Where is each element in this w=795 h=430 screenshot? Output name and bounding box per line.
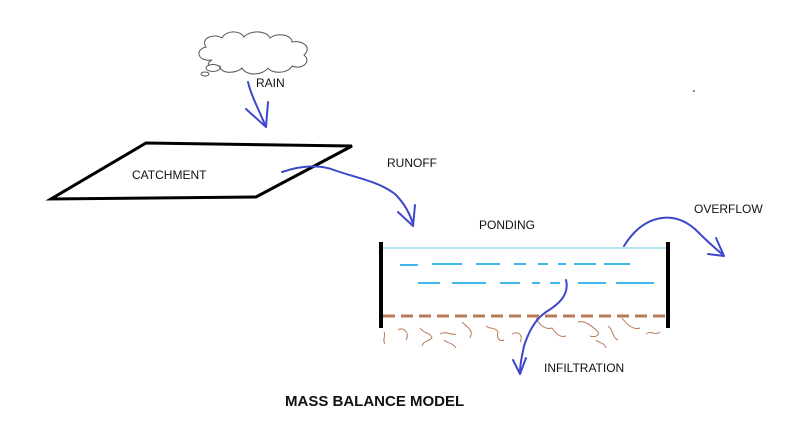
cloud-icon (198, 31, 308, 77)
infiltration-label: INFILTRATION (544, 361, 625, 375)
catchment-label: CATCHMENT (132, 168, 207, 182)
runoff-arrow (281, 165, 416, 227)
rain-label: RAIN (256, 76, 285, 90)
stray-dot (693, 90, 695, 92)
diagram-title: MASS BALANCE MODEL (285, 393, 465, 410)
ponding-label: PONDING (479, 218, 536, 232)
overflow-arrow (623, 216, 725, 257)
infiltration-arrow (512, 279, 568, 375)
catchment-surface (45, 141, 353, 201)
soil-texture (383, 317, 661, 349)
rain-arrow (245, 81, 269, 128)
overflow-label: OVERFLOW (694, 202, 763, 216)
runoff-label: RUNOFF (387, 156, 437, 170)
water-level-dashes (400, 263, 654, 284)
